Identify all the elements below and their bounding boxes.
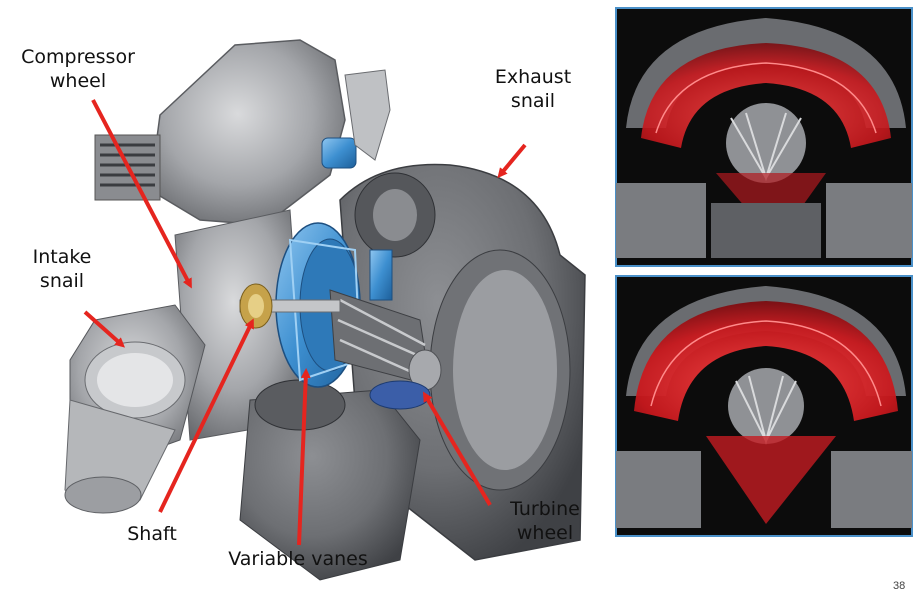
actuator-blue-cap: [322, 138, 356, 168]
flow-panel-bottom: [616, 276, 912, 536]
label-intake-snail-line1: Intake: [22, 245, 102, 269]
arrow-exhaust-snail: [500, 145, 525, 175]
label-shaft: Shaft: [112, 522, 192, 546]
label-turbine-wheel-line2: wheel: [495, 521, 595, 545]
intake-snail-shape: [65, 305, 205, 513]
label-compressor-wheel: Compressor wheel: [8, 45, 148, 93]
label-turbine-wheel-line1: Turbine: [495, 497, 595, 521]
compressor-housing-top: [150, 40, 345, 225]
label-turbine-wheel: Turbine wheel: [495, 497, 595, 545]
label-variable-vanes: Variable vanes: [218, 547, 378, 571]
label-exhaust-snail-line1: Exhaust: [478, 65, 588, 89]
label-compressor-wheel-line2: wheel: [8, 69, 148, 93]
page-number: 38: [893, 580, 905, 592]
label-intake-snail-line2: snail: [22, 269, 102, 293]
label-compressor-wheel-line1: Compressor: [8, 45, 148, 69]
label-intake-snail: Intake snail: [22, 245, 102, 293]
flow-panel-top: [616, 8, 912, 266]
label-exhaust-snail: Exhaust snail: [478, 65, 588, 113]
label-exhaust-snail-line2: snail: [478, 89, 588, 113]
